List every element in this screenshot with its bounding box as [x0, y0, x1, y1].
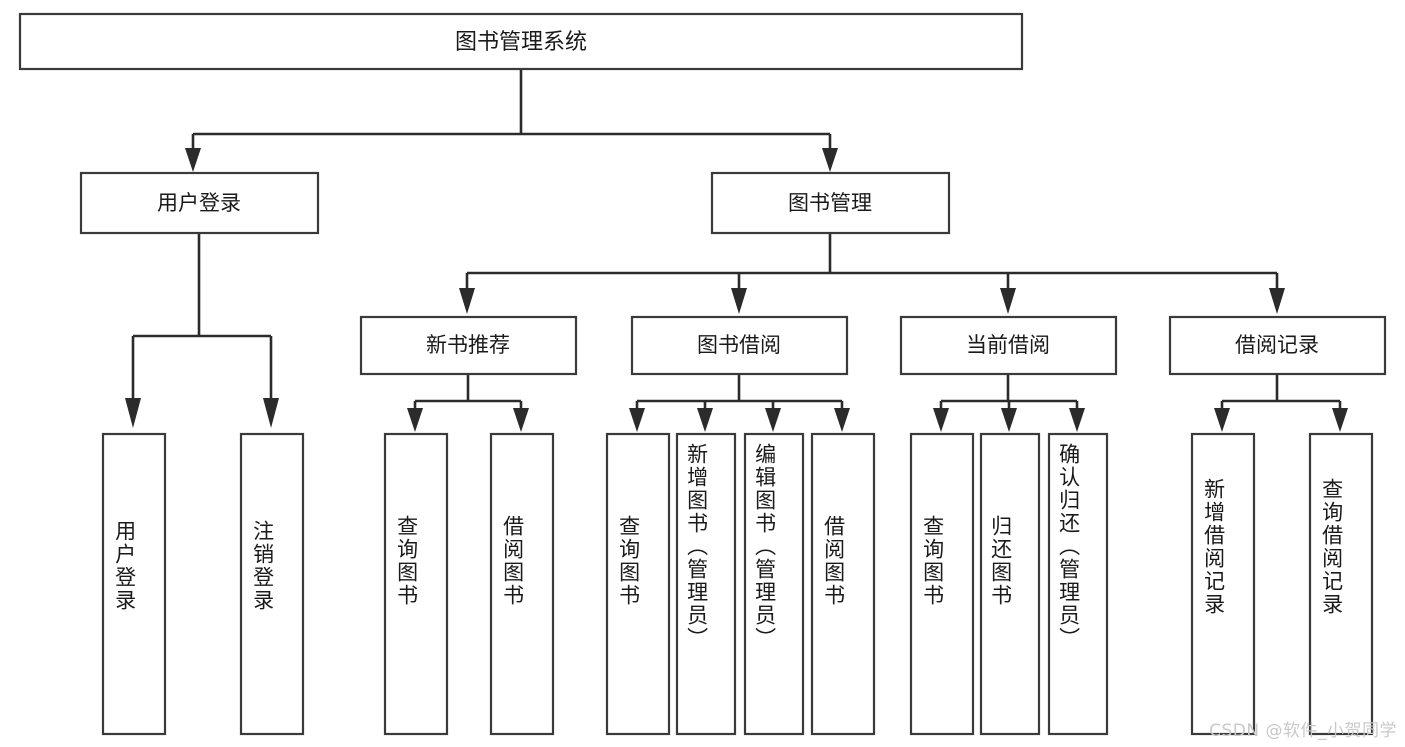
connector-group: [125, 69, 1348, 432]
node-book-borrow-label: 图书借阅: [697, 333, 781, 357]
node-root-label: 图书管理系统: [455, 30, 587, 55]
arrow-leaf-query-book-1: [407, 408, 423, 432]
arrow-leaf-user-login: [125, 398, 141, 428]
node-book-manage-box[interactable]: [710, 171, 951, 235]
node-book-borrow-box[interactable]: [630, 315, 849, 376]
arrow-leaf-query-record: [1332, 408, 1348, 432]
node-leaf-borrow-book-1-box[interactable]: [489, 432, 555, 736]
arrow-leaf-borrow-book-2: [834, 408, 850, 432]
node-leaf-query-book-3-box[interactable]: [909, 432, 975, 736]
node-book-manage[interactable]: 图书管理: [710, 171, 951, 235]
arrow-to-book-borrow: [731, 288, 747, 314]
arrow-leaf-add-record: [1214, 408, 1230, 432]
node-root-box[interactable]: [18, 12, 1024, 71]
arrow-leaf-query-book-2: [629, 408, 645, 432]
node-borrow-record[interactable]: 借阅记录: [1168, 315, 1387, 376]
arrow-leaf-confirm-return: [1069, 408, 1085, 432]
node-book-manage-label: 图书管理: [788, 191, 872, 215]
node-new-book-recommend[interactable]: 新书推荐: [359, 315, 578, 376]
node-current-borrow[interactable]: 当前借阅: [899, 315, 1118, 376]
node-book-borrow[interactable]: 图书借阅: [630, 315, 849, 376]
node-new-book-recommend-box[interactable]: [359, 315, 578, 376]
arrow-leaf-borrow-book-1: [513, 408, 529, 432]
node-leaf-query-record-box[interactable]: [1308, 432, 1374, 736]
node-leaf-confirm-return-box[interactable]: [1047, 432, 1109, 736]
node-leaf-query-book-2-box[interactable]: [605, 432, 671, 736]
node-current-borrow-label: 当前借阅: [966, 333, 1050, 357]
arrow-to-book-manage: [822, 148, 838, 172]
node-leaf-add-book-box[interactable]: [675, 432, 737, 736]
node-new-book-recommend-label: 新书推荐: [426, 333, 510, 357]
arrow-leaf-return-book: [1001, 408, 1017, 432]
node-leaf-edit-book-box[interactable]: [743, 432, 805, 736]
node-current-borrow-box[interactable]: [899, 315, 1118, 376]
node-leaf-query-book-1-box[interactable]: [383, 432, 449, 736]
node-user-login-label: 用户登录: [157, 191, 241, 215]
node-borrow-record-label: 借阅记录: [1235, 333, 1319, 357]
arrow-leaf-edit-book: [765, 408, 781, 432]
node-leaf-user-login-box[interactable]: [101, 432, 167, 736]
arrow-leaf-add-book: [697, 408, 713, 432]
node-borrow-record-box[interactable]: [1168, 315, 1387, 376]
arrow-to-user-login: [185, 148, 201, 172]
node-leaf-borrow-book-2-box[interactable]: [810, 432, 876, 736]
csdn-watermark: CSDN @软件_小贺同学: [1209, 721, 1397, 741]
node-leaf-return-book-box[interactable]: [979, 432, 1041, 736]
node-user-login-box[interactable]: [79, 171, 320, 235]
node-root[interactable]: 图书管理系统: [18, 12, 1024, 71]
arrow-leaf-query-book-3: [933, 408, 949, 432]
node-leaf-logout-box[interactable]: [239, 432, 305, 736]
node-user-login[interactable]: 用户登录: [79, 171, 320, 235]
arrow-leaf-logout: [263, 398, 279, 428]
node-leaf-add-record-box[interactable]: [1190, 432, 1256, 736]
arrow-to-current-borrow: [1000, 288, 1016, 314]
arrow-to-new-book-recommend: [459, 288, 475, 314]
arrow-to-borrow-record: [1269, 288, 1285, 314]
